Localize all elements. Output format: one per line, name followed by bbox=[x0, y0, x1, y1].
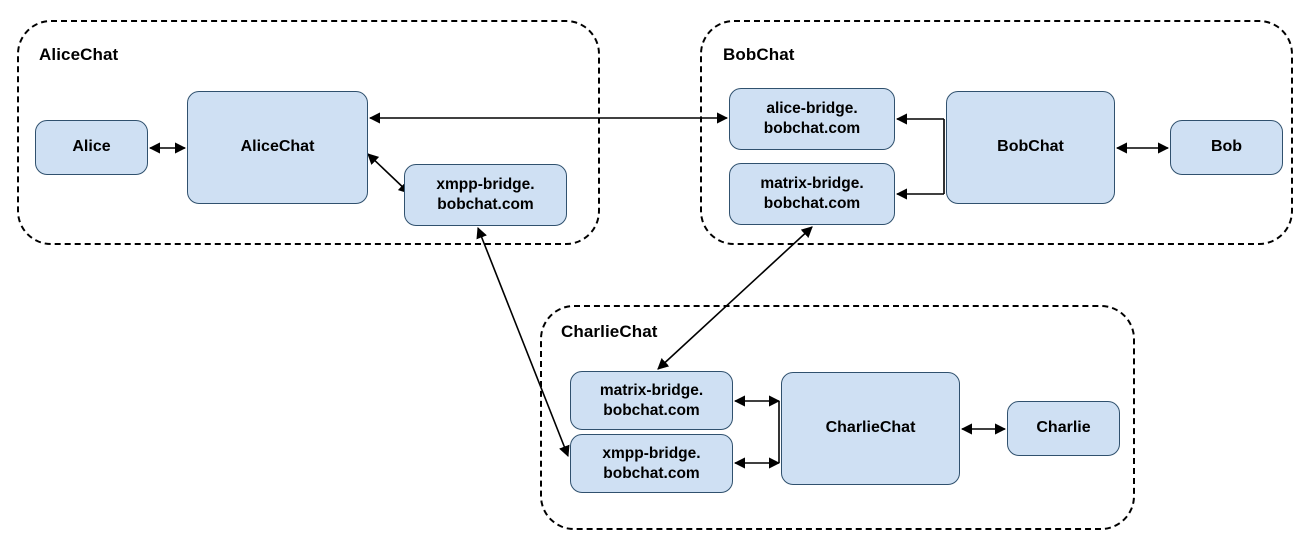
region-alicechat-label: AliceChat bbox=[39, 45, 119, 64]
region-charliechat bbox=[540, 305, 1135, 530]
node-bob-alice-bridge[interactable]: alice-bridge. bobchat.com bbox=[729, 88, 895, 150]
node-alice-label: Alice bbox=[72, 138, 111, 156]
region-alicechat bbox=[17, 20, 600, 245]
node-charlie[interactable]: Charlie bbox=[1007, 401, 1120, 456]
node-charliechat-server-label: CharlieChat bbox=[825, 419, 916, 437]
node-alice-xmpp-bridge-label: xmpp-bridge. bobchat.com bbox=[436, 176, 535, 213]
region-bobchat-label: BobChat bbox=[723, 45, 795, 64]
node-bobchat-server[interactable]: BobChat bbox=[946, 91, 1115, 204]
node-bob[interactable]: Bob bbox=[1170, 120, 1283, 175]
node-bob-matrix-bridge[interactable]: matrix-bridge. bobchat.com bbox=[729, 163, 895, 225]
node-alicechat-server-label: AliceChat bbox=[240, 138, 315, 156]
node-bob-matrix-bridge-label: matrix-bridge. bobchat.com bbox=[760, 175, 864, 212]
node-bob-label: Bob bbox=[1210, 138, 1243, 156]
node-bobchat-server-label: BobChat bbox=[997, 138, 1064, 156]
node-charlie-matrix-bridge-label: matrix-bridge. bobchat.com bbox=[599, 381, 704, 419]
node-charlie-label: Charlie bbox=[1036, 419, 1091, 437]
node-charlie-xmpp-bridge-label: xmpp-bridge. bobchat.com bbox=[602, 444, 701, 482]
node-bob-alice-bridge-label: alice-bridge. bobchat.com bbox=[763, 100, 861, 137]
node-alice[interactable]: Alice bbox=[35, 120, 148, 175]
node-alicechat-server[interactable]: AliceChat bbox=[187, 91, 368, 204]
node-charliechat-server[interactable]: CharlieChat bbox=[781, 372, 960, 485]
node-alice-xmpp-bridge[interactable]: xmpp-bridge. bobchat.com bbox=[404, 164, 567, 226]
region-bobchat bbox=[700, 20, 1293, 245]
region-charliechat-label: CharlieChat bbox=[561, 322, 658, 341]
node-charlie-matrix-bridge[interactable]: matrix-bridge. bobchat.com bbox=[570, 371, 733, 430]
node-charlie-xmpp-bridge[interactable]: xmpp-bridge. bobchat.com bbox=[570, 434, 733, 493]
